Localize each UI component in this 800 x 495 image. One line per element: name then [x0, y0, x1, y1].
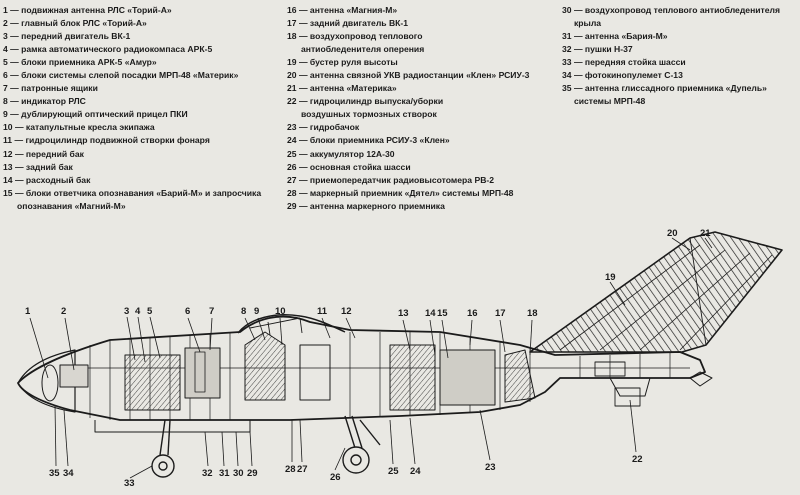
legend-item-20: 20 — антенна связной УКВ радиостанции «К… [287, 70, 530, 81]
callout-17: 17 [495, 308, 506, 319]
legend-item-18: 18 — воздухопровод теплового [287, 31, 423, 42]
legend-item-27: 27 — приемопередатчик радиовысотомера РВ… [287, 174, 495, 185]
legend-item-11: 11 — гидроцилиндр подвижной створки фона… [3, 135, 210, 146]
legend-item-13: 13 — задний бак [3, 161, 73, 172]
callout-14: 14 [425, 308, 436, 319]
callout-15: 15 [437, 308, 448, 319]
callout-20: 20 [667, 228, 678, 239]
callout-7: 7 [209, 306, 214, 317]
legend-item-8: 8 — индикатор РЛС [3, 96, 86, 107]
callout-12: 12 [341, 306, 352, 317]
legend-item-22: 22 — гидроцилиндр выпуска/уборки [287, 96, 444, 107]
callout-11: 11 [317, 306, 328, 317]
legend-item-6: 6 — блоки системы слепой посадки МРП-48 … [3, 70, 239, 81]
legend-item-16: 16 — антенна «Магния-М» [287, 5, 398, 15]
callout-26: 26 [330, 472, 341, 483]
legend-item-34: 34 — фотокинопулемет С-13 [562, 70, 683, 81]
legend-item-33: 33 — передняя стойка шасси [562, 57, 686, 68]
legend-item-32: 32 — пушки Н-37 [562, 44, 633, 55]
callout-19: 19 [605, 272, 616, 283]
callout-24: 24 [410, 466, 421, 477]
legend-column-2: 16 — антенна «Магния-М» 17 — задний двиг… [287, 4, 537, 213]
callout-10: 10 [275, 306, 286, 317]
callout-13: 13 [398, 308, 409, 319]
callout-5: 5 [147, 306, 153, 317]
callout-21: 21 [700, 228, 711, 239]
callout-34: 34 [63, 468, 74, 479]
legend-item-18-cont: антиобледенителя оперения [301, 44, 425, 55]
callout-3: 3 [124, 306, 129, 317]
callout-27: 27 [297, 464, 308, 475]
callout-28: 28 [285, 464, 296, 475]
legend-item-5: 5 — блоки приемника АРК-5 «Амур» [3, 57, 157, 68]
legend-item-35: 35 — антенна глиссадного приемника «Дупе… [562, 83, 767, 107]
callout-22: 22 [632, 454, 643, 465]
main-landing-gear [342, 415, 381, 474]
legend-item-7: 7 — патронные ящики [3, 83, 98, 94]
callout-16: 16 [467, 308, 478, 319]
callout-33: 33 [124, 478, 135, 489]
legend-item-15: 15 — блоки ответчика опознавания «Барий-… [3, 187, 262, 198]
legend-item-3: 3 — передний двигатель ВК-1 [3, 31, 131, 42]
legend-item-14: 14 — расходный бак [3, 174, 91, 185]
callout-23: 23 [485, 462, 496, 473]
callout-8: 8 [241, 306, 246, 317]
callout-2: 2 [61, 306, 66, 317]
legend-item-28: 28 — маркерный приемник «Дятел» системы … [287, 187, 514, 198]
callout-30: 30 [233, 468, 244, 479]
legend-item-12: 12 — передний бак [3, 148, 84, 159]
legend-item-22-cont: воздушных тормозных створок [301, 109, 437, 120]
callout-35: 35 [49, 468, 60, 479]
legend-column-1: 1 — подвижная антенна РЛС «Торий-А» 2 — … [3, 4, 273, 213]
legend-column-3: 30 — воздухопровод теплового антиобледен… [562, 4, 797, 108]
callout-29: 29 [247, 468, 258, 479]
legend-item-21: 21 — антенна «Материка» [287, 83, 397, 94]
legend-item-31: 31 — антенна «Бария-М» [562, 31, 668, 42]
legend-item-26: 26 — основная стойка шасси [287, 161, 411, 172]
callout-32: 32 [202, 468, 213, 479]
callout-4: 4 [135, 306, 141, 317]
legend-item-1: 1 — подвижная антенна РЛС «Торий-А» [3, 5, 172, 15]
nose-landing-gear [151, 419, 175, 478]
callout-18: 18 [527, 308, 538, 319]
legend-item-19: 19 — бустер руля высоты [287, 57, 398, 68]
legend-item-9: 9 — дублирующий оптический прицел ПКИ [3, 109, 188, 120]
callout-25: 25 [388, 466, 399, 477]
legend-item-25: 25 — аккумулятор 12А-30 [287, 148, 395, 159]
vertical-fin [529, 231, 783, 353]
legend-item-17: 17 — задний двигатель ВК-1 [287, 18, 409, 29]
callout-6: 6 [185, 306, 190, 317]
legend-item-10: 10 — катапультные кресла экипажа [3, 122, 155, 133]
legend-item-2: 2 — главный блок РЛС «Торий-А» [3, 18, 147, 29]
legend-item-24: 24 — блоки приемника РСИУ-3 «Клен» [287, 135, 450, 146]
canopy [237, 314, 346, 334]
legend-item-30: 30 — воздухопровод теплового антиобледен… [562, 5, 781, 29]
callout-31: 31 [219, 468, 230, 479]
legend-item-15-cont: опознавания «Магний-М» [17, 200, 126, 211]
legend-item-23: 23 — гидробачок [287, 122, 360, 133]
legend-item-29: 29 — антенна маркерного приемника [287, 200, 445, 211]
callout-9: 9 [254, 306, 259, 317]
callout-1: 1 [25, 306, 31, 317]
legend-item-4: 4 — рамка автоматического радиокомпаса А… [3, 44, 213, 55]
